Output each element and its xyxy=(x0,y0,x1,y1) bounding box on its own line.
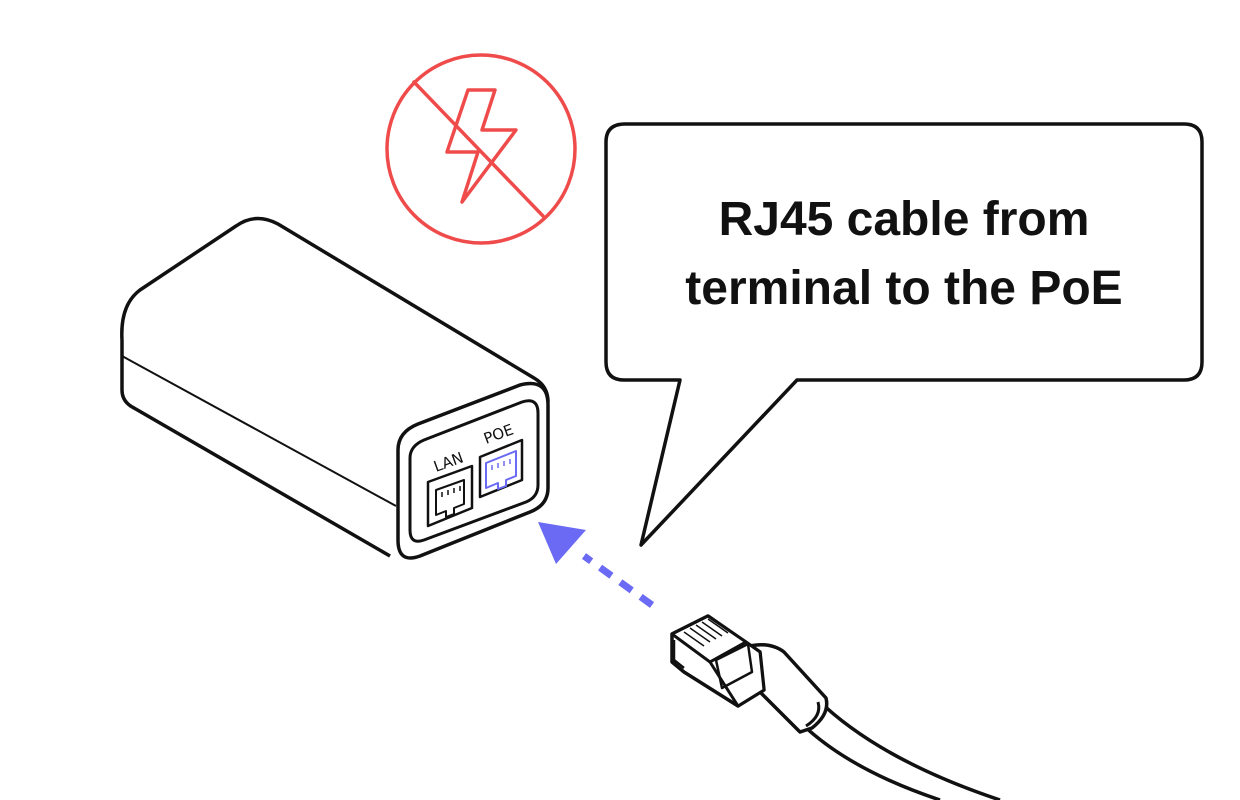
poe-port-outline xyxy=(478,438,524,499)
arrow-head xyxy=(538,522,586,564)
poe-injector: LAN POE xyxy=(120,216,550,560)
poe-port-highlight xyxy=(485,450,517,490)
rj45-contact xyxy=(683,631,705,647)
callout-line-2: terminal to the PoE xyxy=(685,262,1122,315)
rj45-contact xyxy=(689,627,711,643)
callout-bubble: RJ45 cable from terminal to the PoE xyxy=(604,122,1204,547)
rj45-contact xyxy=(695,624,717,640)
lan-port xyxy=(426,464,474,528)
callout-outline xyxy=(604,122,1204,547)
lan-port-notch xyxy=(435,479,465,518)
insert-direction-arrow xyxy=(538,522,655,608)
rj45-contact xyxy=(701,621,723,637)
injector-left-edge xyxy=(120,340,391,558)
poe-port xyxy=(478,438,524,499)
injector-seam xyxy=(121,355,397,507)
no-power-icon xyxy=(385,53,577,245)
arrow-shaft xyxy=(581,553,655,608)
cable-outer-top xyxy=(816,698,1001,800)
lightning-bolt-icon xyxy=(445,88,518,204)
no-power-slash xyxy=(412,80,545,218)
callout-line-1: RJ45 cable from xyxy=(719,193,1090,246)
rj45-cable xyxy=(670,614,1001,800)
cable-boot-ring xyxy=(805,701,821,728)
no-power-circle xyxy=(385,53,577,245)
rj45-clip xyxy=(714,642,754,690)
rj45-front-detail xyxy=(672,640,685,669)
cable-outer-bottom xyxy=(800,722,941,800)
rj45-contact xyxy=(707,618,729,634)
